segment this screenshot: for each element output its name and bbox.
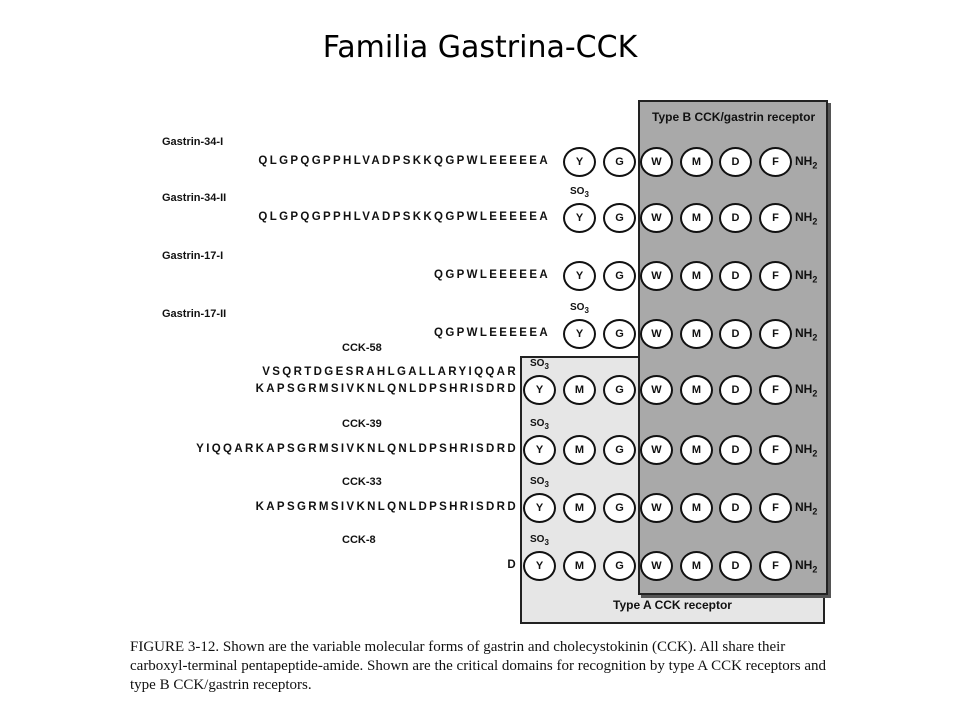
amide-label: NH2 [795, 210, 818, 227]
amino-acid-g: G [603, 203, 636, 233]
amino-acid-m: M [680, 261, 713, 291]
amino-acid-m: M [563, 375, 596, 405]
amino-acid-f: F [759, 147, 792, 177]
amino-acid-y: Y [563, 319, 596, 349]
amino-acid-m: M [680, 435, 713, 465]
amino-acid-d: D [719, 147, 752, 177]
peptide-sequence: QGPWLEEEEEA [434, 269, 550, 281]
peptide-sequence: VSQRTDGESRAHLGALLARYIQQAR [262, 366, 518, 378]
amino-acid-g: G [603, 375, 636, 405]
peptide-name: Gastrin-17-II [162, 308, 227, 320]
amino-acid-y: Y [523, 435, 556, 465]
amino-acid-y: Y [523, 493, 556, 523]
type-b-receptor-label: Type B CCK/gastrin receptor [652, 110, 816, 124]
sulfate-label: SO3 [530, 476, 549, 489]
amino-acid-d: D [719, 493, 752, 523]
amino-acid-w: W [640, 203, 673, 233]
amino-acid-d: D [719, 261, 752, 291]
peptide-name: CCK-33 [342, 476, 382, 488]
amide-label: NH2 [795, 558, 818, 575]
amide-label: NH2 [795, 442, 818, 459]
amino-acid-f: F [759, 375, 792, 405]
amino-acid-m: M [680, 493, 713, 523]
amino-acid-g: G [603, 493, 636, 523]
amino-acid-y: Y [563, 261, 596, 291]
amino-acid-w: W [640, 375, 673, 405]
amide-label: NH2 [795, 500, 818, 517]
amino-acid-f: F [759, 493, 792, 523]
amino-acid-m: M [680, 551, 713, 581]
amide-label: NH2 [795, 382, 818, 399]
peptide-name: CCK-39 [342, 418, 382, 430]
amino-acid-g: G [603, 147, 636, 177]
amino-acid-m: M [563, 551, 596, 581]
amino-acid-w: W [640, 551, 673, 581]
amino-acid-y: Y [563, 203, 596, 233]
amino-acid-m: M [680, 147, 713, 177]
amino-acid-g: G [603, 551, 636, 581]
sulfate-label: SO3 [530, 418, 549, 431]
amino-acid-f: F [759, 261, 792, 291]
peptide-sequence: KAPSGRMSIVKNLQNLDPSHRISDRD [255, 501, 518, 513]
amino-acid-m: M [680, 319, 713, 349]
amino-acid-f: F [759, 435, 792, 465]
amino-acid-d: D [719, 551, 752, 581]
figure: Type B CCK/gastrin receptor Type A CCK r… [120, 98, 840, 698]
amino-acid-g: G [603, 261, 636, 291]
peptide-name: Gastrin-34-I [162, 136, 224, 148]
amino-acid-w: W [640, 493, 673, 523]
peptide-name: CCK-58 [342, 342, 382, 354]
slide-title: Familia Gastrina-CCK [322, 30, 638, 65]
amino-acid-d: D [719, 203, 752, 233]
amino-acid-w: W [640, 147, 673, 177]
amino-acid-g: G [603, 319, 636, 349]
peptide-sequence: KAPSGRMSIVKNLQNLDPSHRISDRD [255, 383, 518, 395]
amino-acid-w: W [640, 435, 673, 465]
peptide-name: Gastrin-34-II [162, 192, 227, 204]
amide-label: NH2 [795, 268, 818, 285]
amino-acid-f: F [759, 203, 792, 233]
peptide-sequence: QGPWLEEEEEA [434, 327, 550, 339]
amino-acid-f: F [759, 551, 792, 581]
amino-acid-d: D [719, 319, 752, 349]
peptide-sequence: D [507, 559, 518, 571]
peptide-sequence: QLGPQGPPHLVADPSKKQGPWLEEEEEA [258, 211, 550, 223]
amino-acid-m: M [680, 375, 713, 405]
amino-acid-m: M [563, 493, 596, 523]
sulfate-label: SO3 [530, 358, 549, 371]
amino-acid-d: D [719, 435, 752, 465]
amino-acid-m: M [680, 203, 713, 233]
amino-acid-w: W [640, 319, 673, 349]
peptide-sequence: YIQQARKAPSGRMSIVKNLQNLDPSHRISDRD [196, 443, 518, 455]
sulfate-label: SO3 [570, 302, 589, 315]
figure-caption: FIGURE 3-12. Shown are the variable mole… [130, 639, 827, 693]
amino-acid-m: M [563, 435, 596, 465]
amide-label: NH2 [795, 154, 818, 171]
peptide-name: Gastrin-17-I [162, 250, 224, 262]
sulfate-label: SO3 [530, 534, 549, 547]
amino-acid-g: G [603, 435, 636, 465]
amino-acid-y: Y [563, 147, 596, 177]
amino-acid-y: Y [523, 375, 556, 405]
amino-acid-d: D [719, 375, 752, 405]
amino-acid-y: Y [523, 551, 556, 581]
peptide-name: CCK-8 [342, 534, 376, 546]
type-a-receptor-label: Type A CCK receptor [613, 598, 732, 612]
peptide-sequence: QLGPQGPPHLVADPSKKQGPWLEEEEEA [258, 155, 550, 167]
amino-acid-w: W [640, 261, 673, 291]
amino-acid-f: F [759, 319, 792, 349]
amide-label: NH2 [795, 326, 818, 343]
sulfate-label: SO3 [570, 186, 589, 199]
